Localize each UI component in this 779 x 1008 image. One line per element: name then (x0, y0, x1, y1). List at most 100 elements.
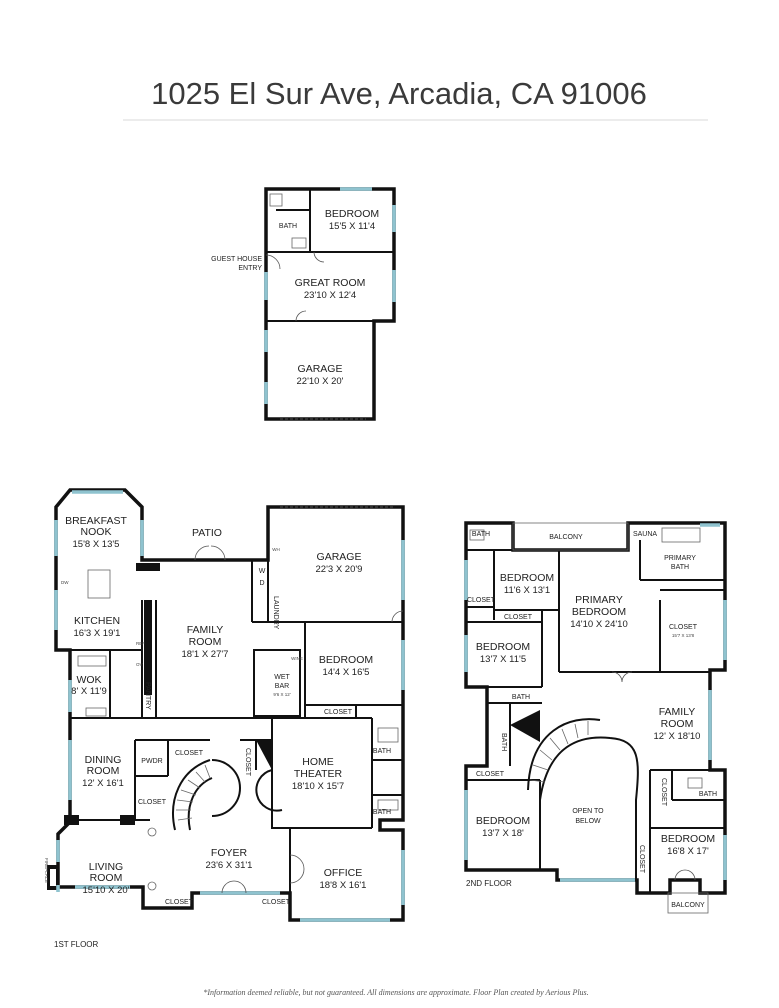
ff-ref-label: REF (136, 641, 145, 646)
sf-bedroom-a-label: BEDROOM (500, 572, 554, 584)
guest-house-entry-label-1: GUEST HOUSE (211, 256, 262, 263)
guest-garage-door (295, 310, 307, 322)
guest-garage-label: GARAGE (298, 363, 343, 375)
ff-office-label: OFFICE (324, 867, 363, 879)
ff-office-door (289, 854, 305, 884)
sf-open-below-2: BELOW (575, 818, 601, 825)
sf-bedroom-b-label: BEDROOM (476, 641, 530, 653)
guest-bedroom-dims: 15'5 X 11'4 (329, 221, 375, 232)
second-floor-plan: BATH BALCONY SAUNA BEDROOM 11'6 X 13'1 P… (464, 521, 727, 914)
ff-column-kitchen (136, 563, 160, 571)
sf-family-label-2: ROOM (661, 718, 694, 730)
ff-stair-curve (211, 759, 241, 817)
second-floor-outer-wall (464, 521, 727, 895)
sf-bath-top-label: BATH (472, 531, 490, 538)
ff-bath-tub (377, 727, 399, 743)
ff-living-dims: 15'10 X 20' (83, 885, 130, 896)
ff-stair-closet-label: CLOSET (138, 799, 167, 806)
ff-theater-curve (255, 769, 283, 812)
sf-primary-door (611, 671, 633, 683)
ff-bedroom-closet-label: CLOSET (324, 709, 353, 716)
ff-fireplace-label: FIREPLACE (44, 858, 49, 883)
sf-closet-c-label: CLOSET (476, 771, 505, 778)
ff-column-round-1 (147, 827, 157, 837)
sf-primary-label-1: PRIMARY (575, 594, 623, 606)
ff-living-label-1: LIVING (89, 861, 123, 873)
sf-balcony-bottom-label: BALCONY (671, 902, 705, 909)
guest-entry-door (265, 254, 281, 270)
guest-bath-toilet (269, 193, 283, 207)
sf-closet-a-label: CLOSET (467, 597, 496, 604)
ff-bedroom-label: BEDROOM (319, 654, 373, 666)
sf-primary-bath-label-1: PRIMARY (664, 555, 696, 562)
ff-kitchen-label: KITCHEN (74, 615, 120, 627)
ff-bedroom-dims: 14'4 X 16'5 (323, 667, 370, 678)
sf-primary-closet-label: CLOSET (669, 624, 698, 631)
ff-theater-label-2: THEATER (294, 768, 343, 780)
sf-family-dims: 12' X 18'10 (654, 731, 701, 742)
ff-pantry-label: PANTRY (144, 682, 151, 710)
guest-bath-sink (291, 237, 307, 249)
ff-bath2-tub (377, 799, 399, 811)
sf-primary-bath-label-2: BATH (671, 564, 689, 571)
guest-great-room-dims: 23'10 X 12'4 (304, 290, 356, 301)
sf-balcony-top-label: BALCONY (549, 534, 583, 541)
sf-bath-stair-label: BATH (500, 733, 507, 751)
guest-house-entry-label-2: ENTRY (238, 265, 262, 272)
ff-family-dims: 18'1 X 27'7 (182, 649, 229, 660)
sf-primary-label-2: BEDROOM (572, 606, 626, 618)
sf-balcony-top (512, 522, 629, 551)
ff-fireplace-hearth (50, 869, 56, 886)
ff-dining-label-1: DINING (85, 754, 122, 766)
sf-bedroom-b-dims: 13'7 X 11'5 (480, 654, 526, 665)
ff-d-label: D (259, 580, 264, 587)
first-floor-plan: BREAKFAST NOOK 15'8 X 13'5 PATIO GARAGE … (44, 488, 405, 949)
sf-bath-toilet (469, 529, 485, 541)
ff-bath1-label: BATH (373, 748, 391, 755)
ff-office-dims: 18'8 X 16'1 (320, 880, 367, 891)
guest-bedroom-door (313, 251, 325, 263)
ff-breakfast-label-1: BREAKFAST (65, 515, 127, 527)
ff-wok-dims: 8' X 11'9 (71, 686, 107, 697)
ff-family-label-2: ROOM (189, 636, 222, 648)
ff-front-closet-2-label: CLOSET (262, 899, 291, 906)
sf-primary-closet-dims: 15'7 X 13'8 (672, 633, 695, 638)
sf-closet-b-label: CLOSET (504, 614, 533, 621)
ff-column-round-2 (147, 881, 157, 891)
ff-stairs (172, 759, 213, 831)
sf-bath-mid-label: BATH (512, 694, 530, 701)
sf-open-to-below-edge (539, 736, 639, 880)
guest-house-plan: BATH BEDROOM 15'5 X 11'4 GREAT ROOM 23'1… (211, 187, 396, 421)
sf-balcony-door (674, 869, 696, 881)
sf-bedroom-d-label: BEDROOM (661, 833, 715, 845)
ff-theater-closet-label: CLOSET (244, 748, 251, 777)
ff-kitchen-dims: 16'3 X 19'1 (74, 628, 121, 639)
ff-breakfast-dims: 15'8 X 13'5 (73, 539, 120, 550)
ff-wet-bar-label-1: WET (274, 674, 290, 681)
guest-bath-label: BATH (279, 223, 297, 230)
sf-balcony-bottom (667, 892, 709, 914)
ff-floor-label: 1ST FLOOR (54, 940, 99, 949)
sf-floor-label: 2ND FLOOR (466, 879, 512, 888)
sf-stair-block (510, 710, 540, 742)
ff-column-pantry (144, 600, 152, 695)
sf-bath-d-label: BATH (699, 791, 717, 798)
ff-w-label: W (259, 568, 266, 575)
ff-wok-counter (77, 655, 107, 667)
page-title: 1025 El Sur Ave, Arcadia, CA 91006 (151, 76, 647, 111)
sf-closet-e-label: CLOSET (638, 845, 645, 874)
ff-garage-dims: 22'3 X 20'9 (316, 564, 363, 575)
ff-kitchen-island (87, 569, 111, 599)
sf-family-label-1: FAMILY (659, 706, 696, 718)
ff-wet-bar-dims: 9'6 X 12' (273, 692, 290, 697)
ff-theater-dims: 18'10 X 15'7 (292, 781, 344, 792)
ff-foyer-label: FOYER (211, 847, 248, 859)
sf-primary-tub (661, 527, 701, 543)
ff-pwdr-label: PWDR (141, 758, 162, 765)
ff-dw-label: DW (61, 580, 69, 585)
ff-dining-label-2: ROOM (87, 765, 120, 777)
ff-front-closet-label: CLOSET (165, 899, 194, 906)
guest-great-room-label: GREAT ROOM (295, 277, 366, 289)
ff-breakfast-label-2: NOOK (81, 526, 112, 538)
ff-garage-side-door (391, 610, 404, 623)
